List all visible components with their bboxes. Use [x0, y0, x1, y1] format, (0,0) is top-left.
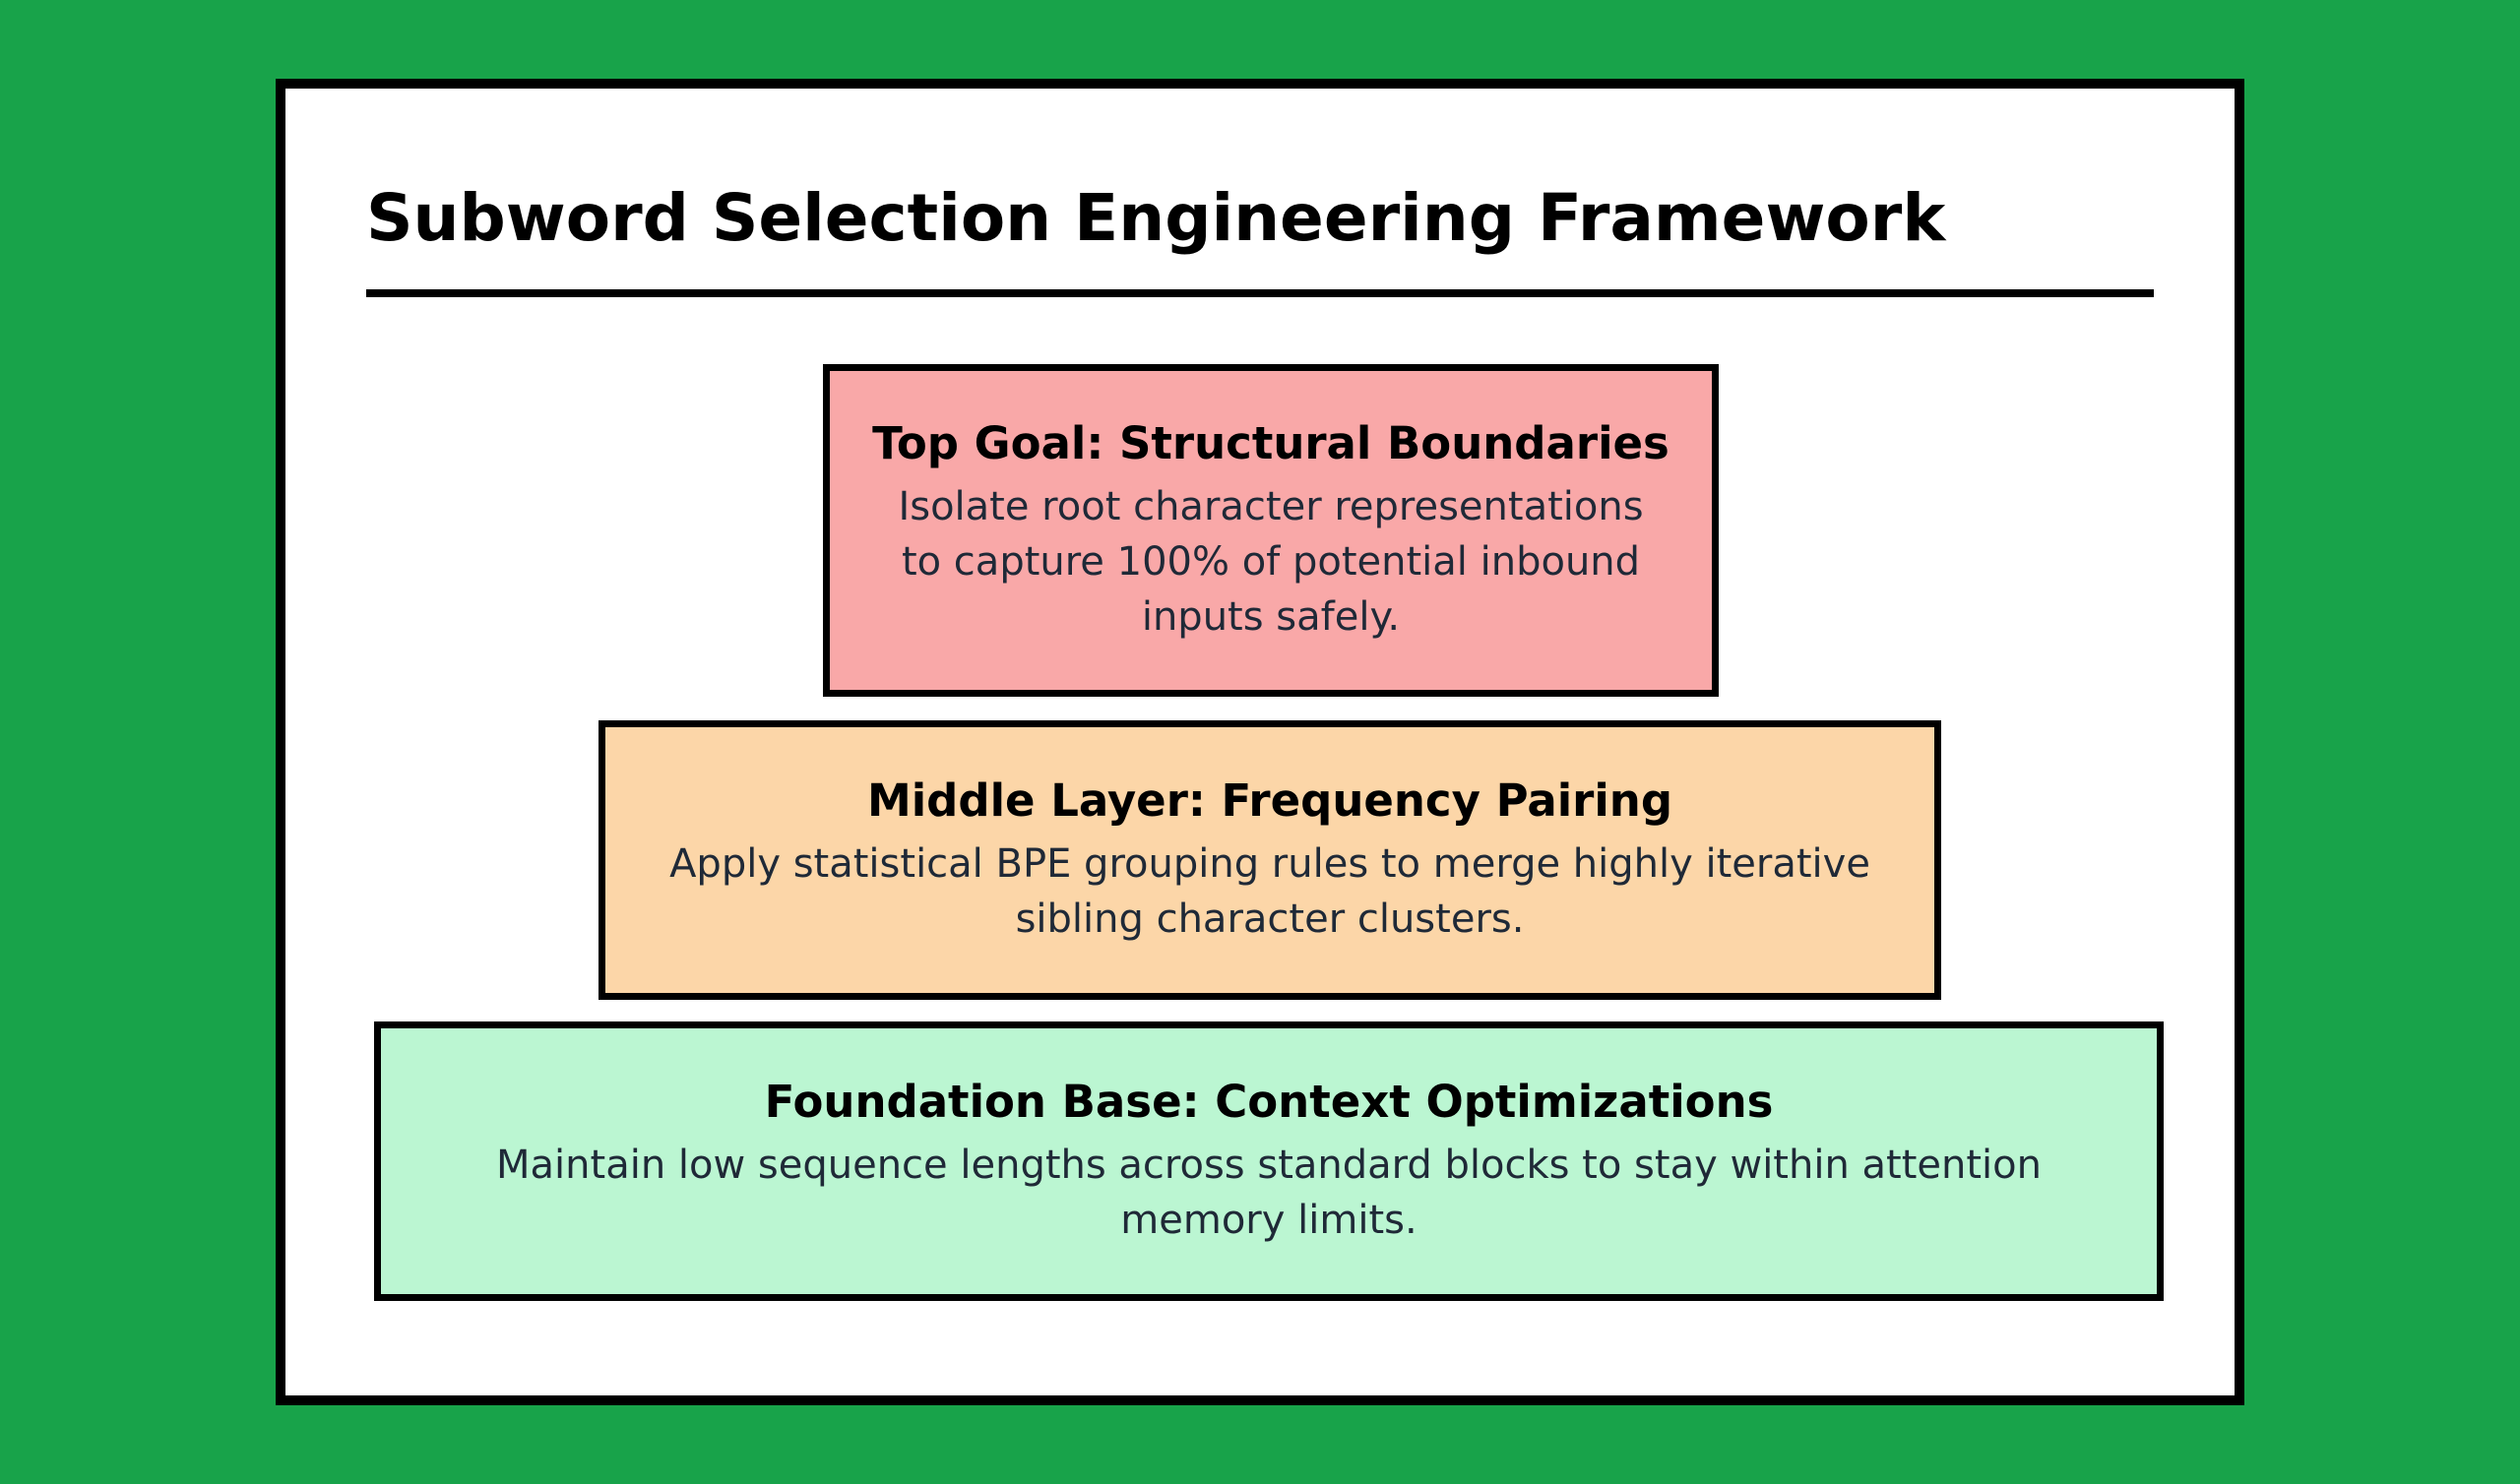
- layer-heading: Middle Layer: Frequency Pairing: [866, 774, 1673, 827]
- title-divider: [366, 289, 2154, 297]
- layer-middle: Middle Layer: Frequency Pairing Apply st…: [598, 720, 1941, 1000]
- layer-heading: Top Goal: Structural Boundaries: [872, 417, 1670, 469]
- layer-description: Apply statistical BPE grouping rules to …: [669, 841, 1870, 942]
- layer-heading: Foundation Base: Context Optimizations: [764, 1076, 1774, 1128]
- layer-description: Maintain low sequence lengths across sta…: [496, 1143, 2042, 1243]
- framework-card: Subword Selection Engineering Framework …: [276, 79, 2244, 1405]
- page-title: Subword Selection Engineering Framework: [366, 180, 1946, 256]
- layer-description: Isolate root character representations t…: [898, 484, 1644, 640]
- layer-top-goal: Top Goal: Structural Boundaries Isolate …: [823, 364, 1719, 697]
- layer-foundation-base: Foundation Base: Context Optimizations M…: [374, 1021, 2164, 1301]
